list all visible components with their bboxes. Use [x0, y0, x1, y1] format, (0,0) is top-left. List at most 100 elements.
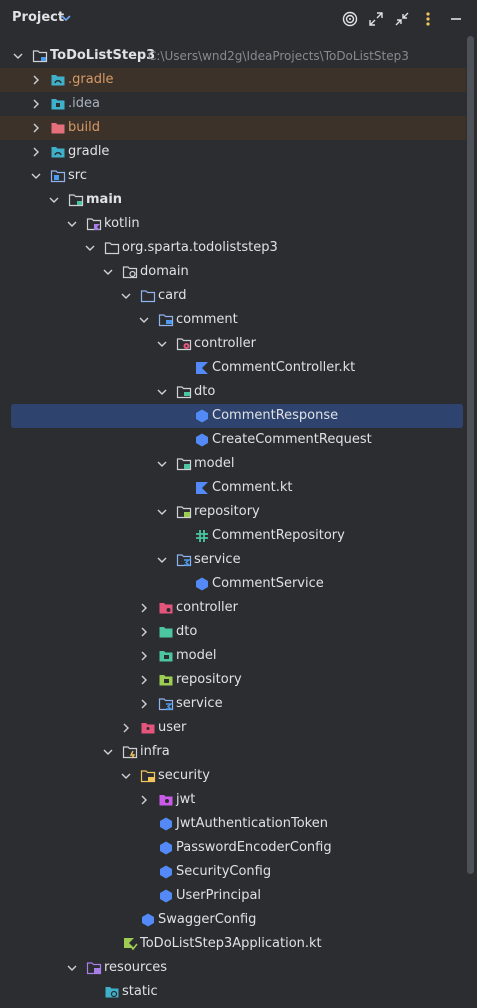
tree-node-comment[interactable]: comment: [0, 308, 466, 332]
tree-node-package[interactable]: org.sparta.todoliststep3: [0, 236, 466, 260]
chevron-right-icon[interactable]: [138, 602, 150, 614]
chevron-down-icon[interactable]: [66, 218, 78, 230]
domain-folder-icon: [122, 266, 138, 279]
chevron-down-icon[interactable]: [102, 266, 114, 278]
chevron-right-icon[interactable]: [30, 146, 42, 158]
tree-node-card-service[interactable]: service: [0, 692, 466, 716]
tree-label: jwt: [176, 792, 196, 807]
tree-node-comment-dto[interactable]: dto: [0, 380, 466, 404]
tree-node-root[interactable]: ToDoListStep3 C:\Users\wnd2g\IdeaProject…: [0, 44, 466, 68]
tree-file-user-principal[interactable]: UserPrincipal: [0, 884, 466, 908]
tree-node-src[interactable]: src: [0, 164, 466, 188]
tree-node-gradle[interactable]: gradle: [0, 140, 466, 164]
tree-node-card-model[interactable]: model: [0, 644, 466, 668]
tree-node-comment-repository[interactable]: repository: [0, 500, 466, 524]
model-folder-icon: [159, 651, 173, 662]
tree-node-user[interactable]: user: [0, 716, 466, 740]
chevron-down-icon[interactable]: [156, 458, 168, 470]
model-folder-icon: [176, 458, 192, 471]
chevron-right-icon[interactable]: [120, 722, 132, 734]
tree-node-gradle-hidden[interactable]: .gradle: [0, 68, 466, 92]
tree-node-domain[interactable]: domain: [0, 260, 466, 284]
chevron-right-icon[interactable]: [138, 794, 150, 806]
chevron-right-icon[interactable]: [138, 650, 150, 662]
chevron-down-icon[interactable]: [156, 506, 168, 518]
tree-node-card-controller[interactable]: controller: [0, 596, 466, 620]
vertical-scrollbar[interactable]: [467, 36, 474, 874]
tree-node-build[interactable]: build: [0, 116, 466, 140]
tree-label: build: [68, 120, 100, 135]
tree-node-comment-service[interactable]: service: [0, 548, 466, 572]
tree-node-main[interactable]: main: [0, 188, 466, 212]
tree-node-infra[interactable]: infra: [0, 740, 466, 764]
tree-file-security-config[interactable]: SecurityConfig: [0, 860, 466, 884]
chevron-down-icon[interactable]: [84, 242, 96, 254]
tree-node-static[interactable]: static: [0, 980, 466, 1004]
chevron-right-icon[interactable]: [138, 626, 150, 638]
chevron-down-icon[interactable]: [120, 290, 132, 302]
tree-label: static: [122, 984, 158, 999]
chevron-right-icon[interactable]: [30, 122, 42, 134]
tree-file-password-encoder[interactable]: PasswordEncoderConfig: [0, 836, 466, 860]
tree-node-card-dto[interactable]: dto: [0, 620, 466, 644]
chevron-down-icon[interactable]: [156, 386, 168, 398]
tree-label: CommentController.kt: [212, 360, 356, 375]
chevron-down-icon[interactable]: [138, 314, 150, 326]
kotlin-class-icon: [142, 913, 154, 927]
options-icon[interactable]: [418, 9, 438, 29]
tree-node-idea[interactable]: .idea: [0, 92, 466, 116]
tree-node-resources[interactable]: resources: [0, 956, 466, 980]
tree-label: SecurityConfig: [176, 864, 272, 879]
tree-file-create-comment-request[interactable]: CreateCommentRequest: [0, 428, 466, 452]
folder-icon: [140, 290, 156, 303]
chevron-down-icon[interactable]: [66, 962, 78, 974]
chevron-down-icon[interactable]: [30, 170, 42, 182]
tree-label: PasswordEncoderConfig: [176, 840, 332, 855]
gradle-folder-icon: [51, 75, 65, 86]
tree-node-security[interactable]: security: [0, 764, 466, 788]
expand-all-icon[interactable]: [366, 9, 386, 29]
tree-node-card-repository[interactable]: repository: [0, 668, 466, 692]
chevron-down-icon[interactable]: [60, 11, 72, 25]
dto-folder-icon: [159, 627, 173, 638]
tree-label: model: [194, 456, 235, 471]
tree-node-jwt[interactable]: jwt: [0, 788, 466, 812]
tree-file-comment-response[interactable]: CommentResponse: [11, 404, 463, 428]
tree-node-kotlin[interactable]: kotlin: [0, 212, 466, 236]
tree-file-comment-kt[interactable]: Comment.kt: [0, 476, 466, 500]
tree-node-comment-controller[interactable]: controller: [0, 332, 466, 356]
chevron-down-icon[interactable]: [120, 770, 132, 782]
security-folder-icon: [140, 770, 156, 783]
minimize-icon[interactable]: [446, 9, 466, 29]
chevron-down-icon[interactable]: [102, 746, 114, 758]
chevron-down-icon[interactable]: [48, 194, 60, 206]
chevron-right-icon[interactable]: [138, 698, 150, 710]
tree-file-application[interactable]: ToDoListStep3Application.kt: [0, 932, 466, 956]
tree-file-comment-controller[interactable]: CommentController.kt: [0, 356, 466, 380]
chevron-down-icon[interactable]: [156, 554, 168, 566]
folder-icon: [68, 194, 84, 207]
tree-label: infra: [140, 744, 170, 759]
chevron-down-icon[interactable]: [12, 50, 24, 62]
tree-file-comment-repository[interactable]: CommentRepository: [0, 524, 466, 548]
target-icon[interactable]: [340, 9, 360, 29]
tree-label: org.sparta.todoliststep3: [122, 240, 278, 255]
chevron-down-icon[interactable]: [156, 338, 168, 350]
tree-file-swagger-config[interactable]: SwaggerConfig: [0, 908, 466, 932]
chevron-right-icon[interactable]: [138, 674, 150, 686]
project-tree: ToDoListStep3 C:\Users\wnd2g\IdeaProject…: [0, 44, 466, 1004]
tree-label: CommentService: [212, 576, 324, 591]
chevron-right-icon[interactable]: [30, 74, 42, 86]
tree-node-card[interactable]: card: [0, 284, 466, 308]
chevron-right-icon[interactable]: [30, 98, 42, 110]
collapse-all-icon[interactable]: [392, 9, 412, 29]
tree-file-jwt-token[interactable]: JwtAuthenticationToken: [0, 812, 466, 836]
tree-file-comment-service[interactable]: CommentService: [0, 572, 466, 596]
tree-node-comment-model[interactable]: model: [0, 452, 466, 476]
tree-label: model: [176, 648, 217, 663]
comment-folder-icon: [158, 314, 174, 327]
infra-folder-icon: [122, 746, 138, 759]
dto-folder-icon: [176, 386, 192, 399]
project-view-title[interactable]: Project: [12, 10, 65, 25]
excluded-folder-icon: [51, 123, 65, 134]
